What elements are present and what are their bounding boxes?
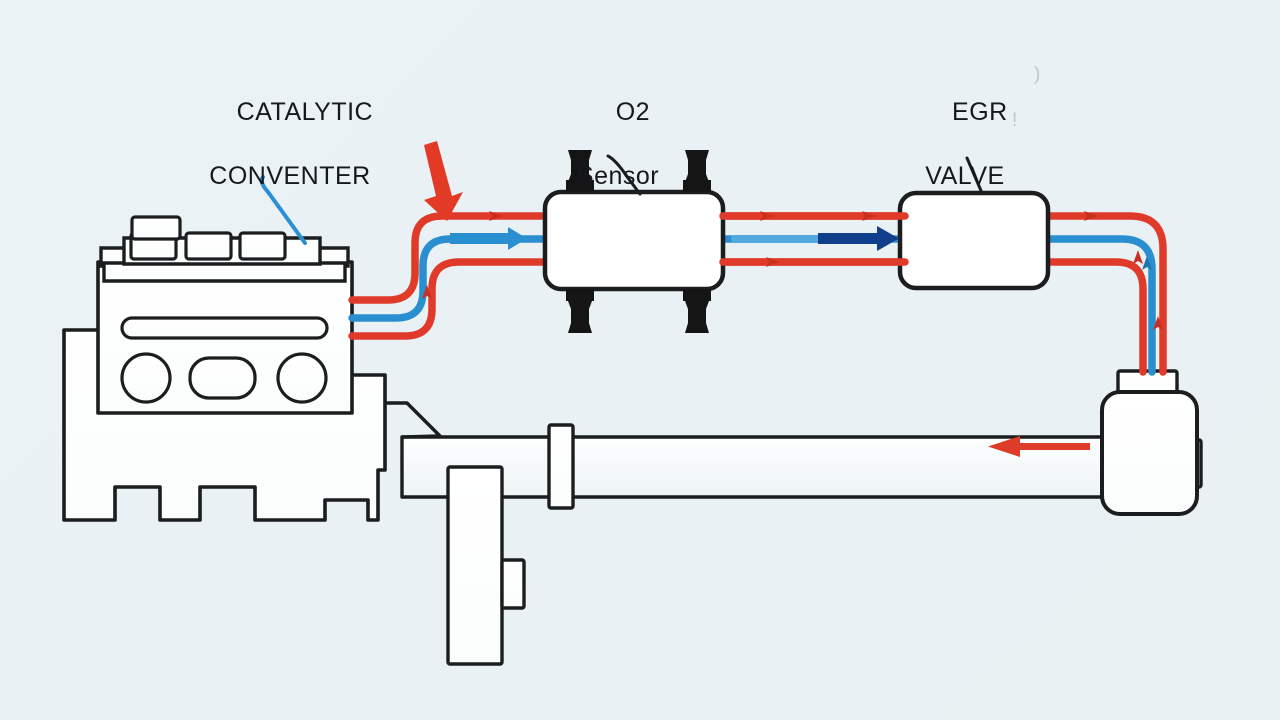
downpipe-bend (378, 401, 442, 439)
engine-cap-b (184, 231, 233, 261)
o2-stub-base-tr (683, 180, 711, 192)
recirculation-arrow (818, 226, 899, 251)
o2-stub-bottom-right (685, 301, 709, 333)
o2-stub-bottom-left (568, 301, 592, 333)
muffler-canister (1100, 369, 1203, 516)
ghost-chevron-icon: ) (1034, 64, 1041, 85)
recirculation-arrow-inlet-head (450, 227, 527, 250)
exhaust-flow-upper (348, 212, 1167, 376)
label-catalytic-line2: CONVENTER (209, 162, 371, 190)
exhaust-flow-lower-path (348, 258, 1147, 376)
o2-leader-line (606, 154, 642, 196)
recirculation-flow-path (348, 235, 1156, 376)
ghost-tick-icon: ! (1012, 110, 1018, 131)
catalytic-leader-path (259, 175, 307, 245)
engine-detail-bar (120, 316, 329, 340)
label-egr-line1: EGR (952, 98, 1008, 126)
o2-sensor-body (542, 189, 726, 292)
flow-direction-markers (422, 211, 1163, 330)
hanger-body (446, 465, 504, 666)
egr-valve-housing (897, 156, 1051, 291)
label-o2-line2: Sensor (576, 162, 660, 190)
recirculation-arrow-inlet (450, 227, 527, 250)
catalytic-leader-line (259, 175, 307, 245)
engine-pulley-right (276, 352, 328, 404)
intake-arrow-shape (424, 141, 463, 221)
o2-stub-top-left (568, 150, 592, 182)
o2-stub-top-right (685, 150, 709, 182)
recirculation-flow (348, 235, 1156, 376)
muffler-body (1100, 390, 1199, 516)
label-egr-valve: EGR VALVE (890, 64, 1040, 256)
marker-upper-4 (1084, 211, 1098, 221)
engine-block (62, 215, 387, 522)
recirculation-arrow-head (818, 226, 899, 251)
flow-direction-markers-blue (1142, 256, 1152, 270)
tailpipe-arrow (988, 436, 1090, 457)
flange-collar (547, 423, 575, 510)
marker-blue-down (1142, 256, 1152, 270)
o2-stub-base-tl (566, 180, 594, 192)
label-catalytic-line1: CATALYTIC (236, 98, 374, 126)
egr-leader-line (965, 156, 984, 195)
exhaust-flow-lower (348, 258, 1147, 376)
engine-oil-cap (130, 215, 182, 241)
exhaust-flow-upper-path (348, 212, 1167, 376)
label-egr-line2: VALVE (925, 162, 1005, 190)
pipe-flange (547, 423, 575, 510)
marker-down-right-inner (1133, 250, 1143, 264)
marker-down-right-outer (1153, 316, 1163, 330)
o2-sensor-housing (542, 150, 726, 333)
marker-upper-3 (862, 211, 876, 221)
hanger-tab (500, 558, 526, 610)
label-o2-sensor: O2 Sensor (538, 64, 698, 256)
marker-lower-1 (766, 257, 780, 267)
intake-arrow-large (424, 141, 463, 221)
hanger-bracket (446, 465, 526, 666)
o2-stub-base-br (683, 289, 711, 301)
label-o2-line1: O2 (615, 98, 651, 126)
engine-oval-port (188, 356, 257, 400)
tailpipe-arrow-head (988, 436, 1090, 457)
egr-valve-body (897, 190, 1051, 291)
o2-stub-base-bl (566, 289, 594, 301)
marker-upper-1 (489, 211, 503, 221)
engine-cap-c (238, 231, 287, 261)
marker-upper-2 (760, 211, 774, 221)
marker-down-left (422, 285, 432, 299)
label-catalytic-converter: CATALYTIC CONVENTER (190, 64, 390, 256)
engine-pulley-left (120, 352, 172, 404)
